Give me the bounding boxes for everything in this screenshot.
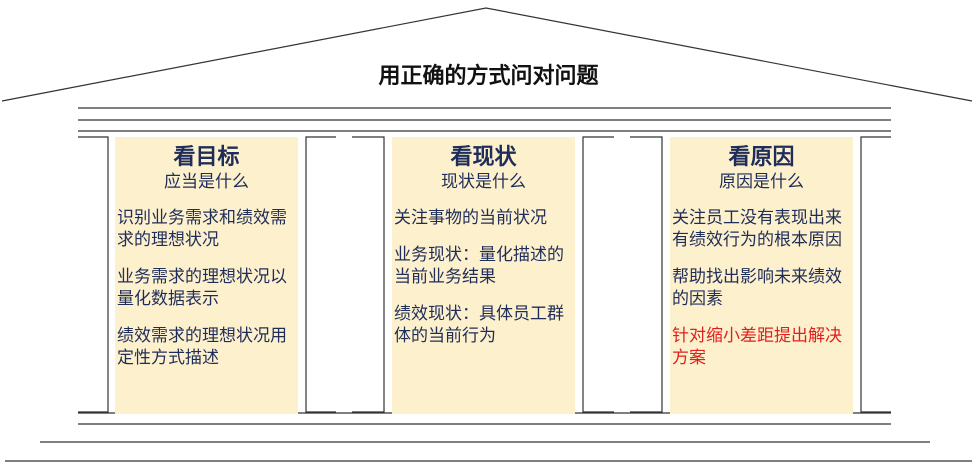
- pillar-subheading: 原因是什么: [719, 172, 804, 192]
- bracket-right-3: [860, 136, 891, 413]
- bracket-left-3: [630, 136, 663, 413]
- pillar-subheading: 应当是什么: [164, 172, 249, 192]
- bracket-left-2: [352, 136, 385, 413]
- bracket-right-1: [305, 136, 336, 413]
- pillar-heading: 看现状: [450, 145, 517, 170]
- pillar-item: 识别业务需求和绩效需求的理想状况: [117, 208, 287, 250]
- pillar-goal: 看目标 应当是什么 识别业务需求和绩效需求的理想状况 业务需求的理想状况以量化数…: [115, 137, 298, 414]
- pillar-highlight-item: 针对缩小差距提出解决方案: [672, 326, 842, 368]
- pillar-cause: 看原因 原因是什么 关注员工没有表现出来有绩效行为的根本原因 帮助找出影响未来绩…: [670, 137, 853, 414]
- pillar-current-state: 看现状 现状是什么 关注事物的当前状况 业务现状：量化描述的当前业务结果 绩效现…: [392, 137, 575, 414]
- pillar-subheading: 现状是什么: [441, 172, 526, 192]
- pillar-item: 关注员工没有表现出来有绩效行为的根本原因: [672, 208, 842, 250]
- diagram-title: 用正确的方式问对问题: [378, 64, 599, 89]
- pillar-item: 帮助找出影响未来绩效的因素: [672, 267, 842, 309]
- pillar-item: 绩效需求的理想状况用定性方式描述: [117, 326, 287, 368]
- bracket-right-2: [582, 136, 614, 413]
- pillar-item: 业务现状：量化描述的当前业务结果: [394, 245, 564, 287]
- pillar-heading: 看原因: [728, 145, 795, 170]
- roof-line: [1, 7, 973, 102]
- bracket-left-1: [78, 136, 109, 413]
- pillar-heading: 看目标: [173, 145, 240, 170]
- pillar-item: 业务需求的理想状况以量化数据表示: [117, 267, 287, 309]
- pillar-item: 绩效现状：具体员工群体的当前行为: [394, 304, 564, 346]
- pillar-item: 关注事物的当前状况: [394, 208, 547, 228]
